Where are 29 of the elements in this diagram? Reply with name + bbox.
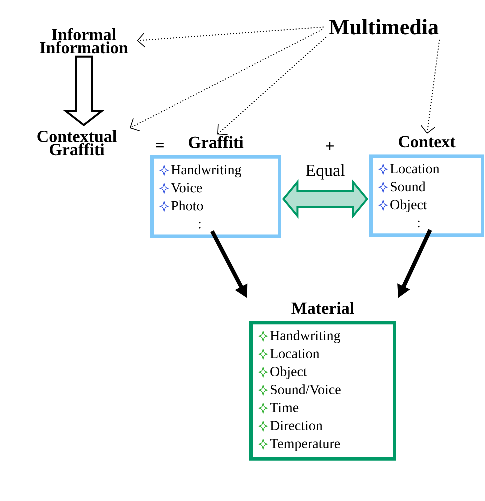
heading: Material — [292, 302, 354, 314]
list-item: Photo — [171, 200, 204, 211]
operator-sign: = — [156, 143, 164, 148]
list-item: Temperature — [270, 439, 340, 452]
list-item: Time — [270, 403, 299, 413]
list-item: Location — [390, 164, 440, 174]
arrow — [420, 39, 440, 134]
list-item: Handwriting — [171, 164, 242, 178]
arrow — [218, 36, 327, 136]
ellipsis: : — [199, 222, 201, 229]
bold-text: Informal Information — [40, 28, 128, 54]
list-item: Object — [270, 366, 308, 380]
bold-text: Multimedia — [329, 19, 439, 35]
list-item: Sound/Voice — [270, 384, 341, 395]
arrow — [137, 26, 324, 48]
bold-text: Contextual Graffiti — [38, 130, 117, 156]
list-item: Handwriting — [270, 330, 341, 344]
list-item: Object — [390, 200, 428, 212]
list-item: Location — [270, 349, 320, 359]
list-item: Direction — [270, 421, 323, 431]
arrow — [130, 29, 323, 132]
list-item: Voice — [171, 183, 202, 193]
list-item: Sound — [390, 182, 426, 192]
heading: Context — [399, 136, 456, 148]
edge-label: Equal — [306, 164, 345, 180]
operator-sign: + — [326, 142, 334, 150]
block-arrow — [63, 56, 105, 126]
ellipsis: : — [418, 220, 420, 228]
heading: Graffiti — [188, 136, 244, 148]
